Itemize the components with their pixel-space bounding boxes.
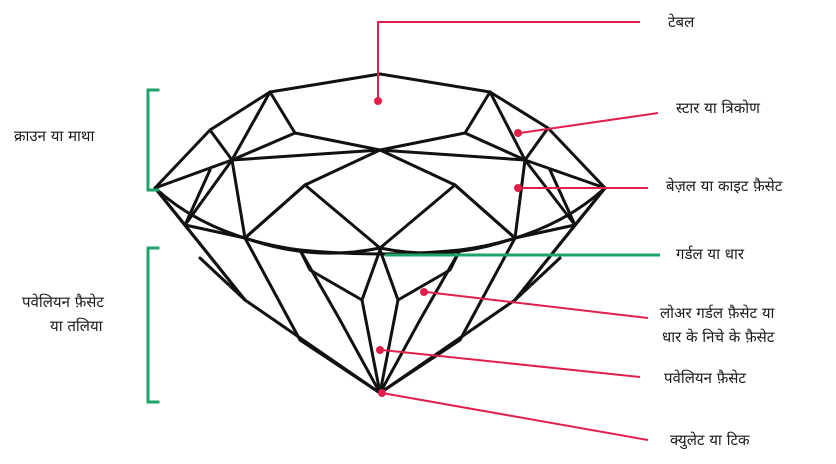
star-label: स्टार या त्रिकोण	[676, 98, 760, 118]
bezel-label: बेज़ल या काइट फ़ैसेट	[666, 176, 782, 196]
pavilion-bracket	[148, 248, 158, 402]
table-pointer-dot	[374, 97, 382, 105]
lower-girdle-pointer-dot	[420, 288, 428, 296]
girdle-outline	[155, 188, 605, 254]
crown-label: क्राउन या माथा	[14, 126, 94, 146]
diamond-facets	[155, 74, 605, 393]
table-outline	[270, 74, 490, 92]
table-pointer	[378, 22, 640, 100]
culet-pointer-dot	[378, 389, 386, 397]
culet-label: क्युलेट या टिक	[670, 430, 750, 450]
pavilion-label-line1: पवेलियन फ़ैसेट	[22, 292, 104, 312]
pavilion-outline	[155, 188, 605, 393]
pavilion-facet-label: पवेलियन फ़ैसेट	[664, 368, 746, 388]
pavilion-pointer-dot	[376, 346, 384, 354]
table-label: टेबल	[668, 12, 694, 32]
pavilion-label-line2: या तलिया	[50, 316, 103, 336]
pointer-lines	[378, 22, 658, 440]
lower-girdle-pointer	[426, 292, 648, 318]
crown-outline	[155, 92, 270, 188]
bezel-pointer-dot	[514, 184, 522, 192]
lower-girdle-label-line2: धार के निचे के फ़ैसेट	[662, 327, 774, 347]
culet-pointer	[382, 393, 648, 440]
lower-girdle-label-line1: लोअर गर्डल फ़ैसेट या	[660, 303, 774, 323]
girdle-label: गर्डल या धार	[676, 244, 744, 264]
star-pointer-dot	[514, 129, 522, 137]
crown-bracket	[148, 90, 158, 190]
